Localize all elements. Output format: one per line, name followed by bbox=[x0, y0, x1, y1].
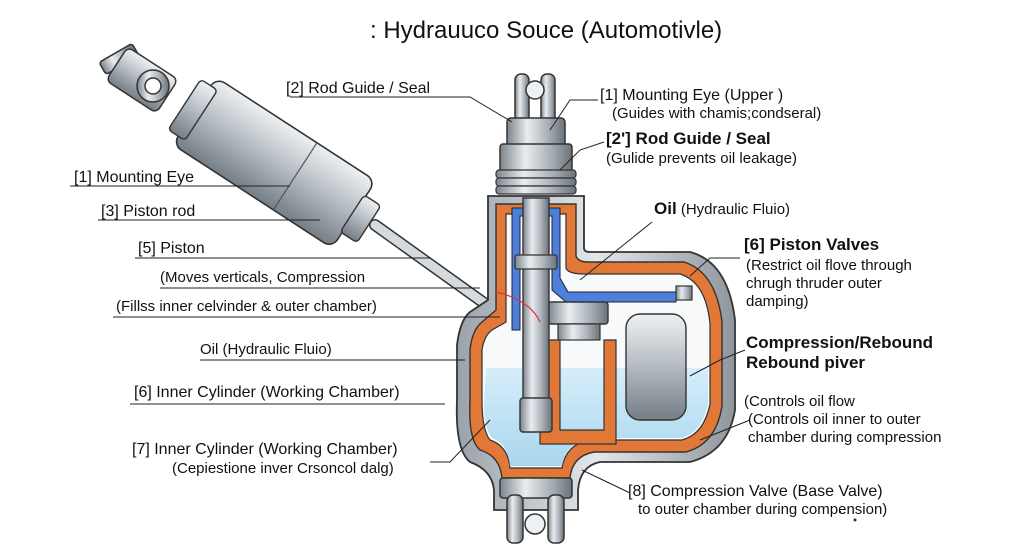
label-piston-valves-desc-2: chrugh thruder outer bbox=[746, 276, 882, 293]
label-compression-valve-desc: to outer chamber during compension) bbox=[638, 502, 887, 519]
rebound-chamber bbox=[626, 314, 686, 420]
label-inner-cylinder-7: [7] Inner Cylinder (Working Chamber) bbox=[132, 441, 398, 459]
label-rod-guide-seal-right-desc: (Gulide prevents oil leakage) bbox=[606, 151, 797, 168]
label-rod-guide-seal-left: [2] Rod Guide / Seal bbox=[286, 80, 430, 98]
label-oil-right-rest: (Hydraulic Fluio) bbox=[677, 201, 790, 218]
label-mounting-eye-upper-desc: (Guides with chamis;condseral) bbox=[612, 106, 821, 123]
label-oil-left: Oil (Hydraulic Fluio) bbox=[200, 342, 332, 359]
label-oil-right: Oil (Hydraulic Fluio) bbox=[654, 200, 790, 219]
label-oil-right-bold: Oil bbox=[654, 199, 677, 218]
label-compression-rebound-2: Rebound piver bbox=[746, 354, 865, 373]
label-fills-desc: (Fillss inner celvinder & outer chamber) bbox=[116, 299, 377, 316]
label-inner-cylinder-7-desc: (Cepiestione inver Crsoncol dalg) bbox=[172, 461, 394, 478]
thread-rings bbox=[496, 170, 576, 194]
upper-mounting-eye-graphic bbox=[496, 74, 576, 194]
label-piston-rod: [3] Piston rod bbox=[101, 203, 195, 221]
label-controls-3: chamber during compression bbox=[748, 430, 941, 447]
central-piston-rod bbox=[523, 198, 549, 418]
label-mounting-eye-left: [1] Mounting Eye bbox=[74, 169, 194, 187]
label-piston-valves-desc-3: damping) bbox=[746, 294, 809, 311]
label-compression-valve: [8] Compression Valve (Base Valve) bbox=[628, 483, 883, 501]
label-controls-1: (Controls oil flow bbox=[744, 394, 855, 411]
label-piston-desc: (Moves verticals, Compression bbox=[160, 270, 365, 287]
label-inner-cylinder-6: [6] Inner Cylinder (Working Chamber) bbox=[134, 384, 400, 402]
label-mounting-eye-upper: [1] Mounting Eye (Upper ) bbox=[600, 87, 783, 105]
label-compression-rebound-1: Compression/Rebound bbox=[746, 334, 933, 353]
label-rod-guide-seal-right: [2'] Rod Guide / Seal bbox=[606, 130, 771, 149]
piston-valve-block bbox=[548, 302, 608, 324]
label-piston-valves: [6] Piston Valves bbox=[744, 236, 879, 255]
diagram-title: : Hydrauuco Souce (Automotivle) bbox=[370, 18, 722, 44]
label-piston-valves-desc-1: (Restrict oil flove through bbox=[746, 258, 912, 275]
left-mounting-eye-graphic bbox=[99, 43, 178, 113]
label-piston: [5] Piston bbox=[138, 240, 205, 258]
label-controls-2: (Controls oil inner to outer bbox=[748, 412, 921, 429]
